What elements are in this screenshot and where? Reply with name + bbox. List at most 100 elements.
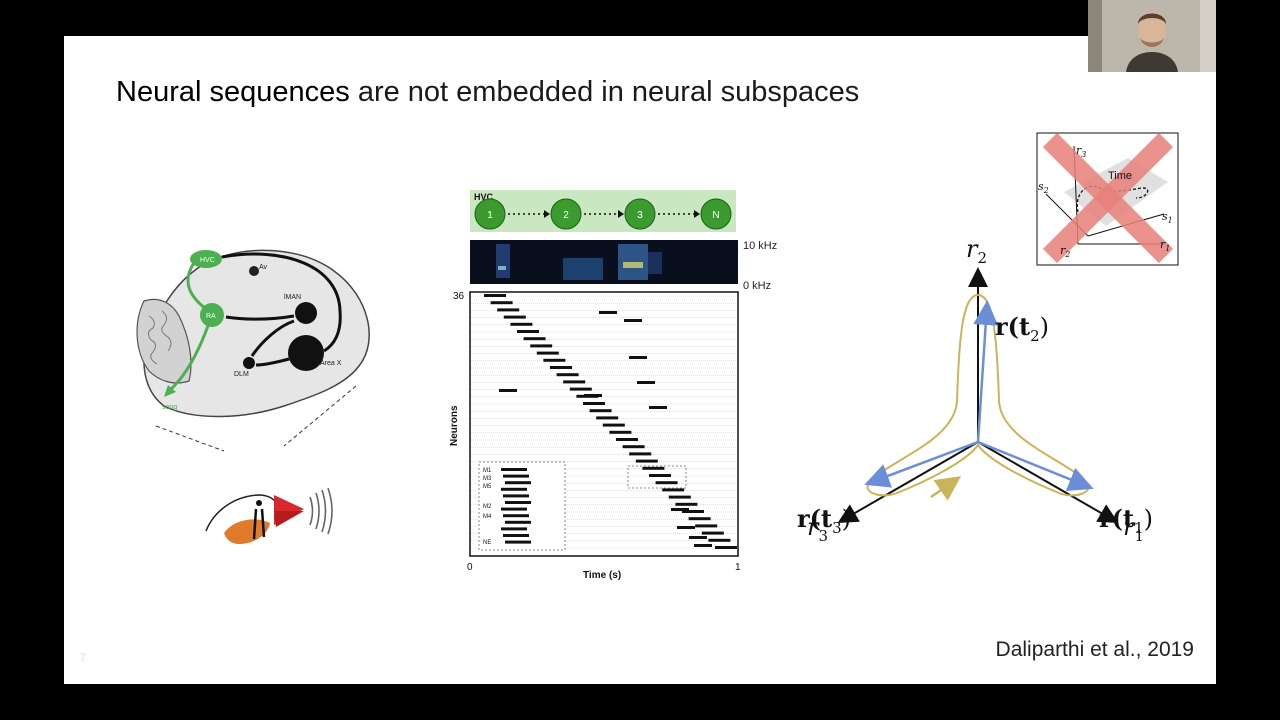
chain-node-4	[700, 198, 732, 230]
raster-spike	[671, 508, 689, 511]
cross-mark-icon	[1042, 132, 1174, 264]
raster-spike	[569, 387, 592, 391]
raster-spike	[523, 337, 546, 341]
hvc-to-ra-pathway	[186, 262, 207, 311]
cerebellum-folds	[147, 310, 172, 365]
trajectory-loop	[866, 293, 1090, 497]
raster-spike	[596, 416, 619, 420]
raster-spike	[629, 452, 652, 456]
raster-spike	[490, 301, 513, 305]
bird-eye-stripe	[252, 508, 266, 540]
crossed-subspace-inset: Time r3 s2 s1 r2 r1	[1036, 132, 1179, 266]
chain-band	[470, 190, 736, 232]
hvc-nucleus	[190, 250, 222, 268]
slide-title: Neural sequences are not embedded in neu…	[116, 76, 859, 109]
raster-spike	[616, 438, 638, 441]
chain-arrowhead	[544, 210, 550, 218]
raster-highlight-box	[627, 465, 687, 489]
inset-spike	[505, 501, 531, 504]
inset-spike	[501, 487, 527, 491]
raster-spike	[556, 373, 579, 377]
inset-spike	[505, 520, 531, 524]
chain-node-label: 1	[487, 210, 493, 221]
area-x-label: Area X	[320, 360, 342, 367]
spectrogram-energy	[496, 244, 662, 280]
raster-ylabel: Neurons	[449, 405, 460, 446]
raster-spike	[668, 495, 691, 499]
inset-spike	[503, 514, 529, 518]
raster-spike	[589, 409, 612, 413]
raster-spike	[694, 544, 712, 547]
inset-spike	[505, 540, 531, 544]
chain-node-1	[474, 198, 506, 230]
raster-spike	[543, 358, 566, 362]
vector-r-t2-label: r(t2)	[995, 312, 1049, 345]
dlm-to-lman-loop	[250, 319, 295, 357]
bird-beak-lower	[274, 511, 304, 527]
chain-arrowhead	[618, 210, 624, 218]
raster-spike	[563, 380, 586, 384]
raster-spike	[662, 488, 685, 492]
inset-label-m1: M1	[483, 468, 492, 474]
bird-cheek-patch	[224, 519, 270, 544]
inset-spike	[503, 534, 529, 537]
raster-spike	[689, 536, 707, 539]
raster-spike	[599, 311, 617, 314]
hvc-label: HVC	[200, 257, 215, 264]
raster-spike	[675, 502, 698, 506]
raster-xlabel: Time (s)	[583, 570, 621, 581]
chain-node-label: 2	[563, 210, 569, 221]
raster-spike	[497, 308, 520, 312]
bird-icon	[205, 487, 333, 544]
slide-canvas: Neural sequences are not embedded in neu…	[64, 36, 1216, 684]
spectrogram: 10 kHz 0 kHz	[470, 240, 777, 292]
raster-spike	[503, 315, 526, 319]
chain-node-2	[550, 198, 582, 230]
raster-spike	[622, 445, 645, 449]
brain-diagram: HVC Av RA lMAN Area X DLM song	[136, 249, 370, 452]
spectrogram-top-label: 10 kHz	[743, 240, 777, 252]
av-nucleus	[249, 266, 259, 276]
dlm-label: DLM	[234, 371, 249, 378]
vector-r-t1	[977, 440, 1094, 492]
vector-r-t3	[864, 440, 979, 488]
inset-time-label: Time	[1108, 170, 1132, 182]
state-space-diagram: r2 r1 r3 r(t2) r(t1) r(t3)	[797, 235, 1153, 545]
raster-spike	[677, 526, 695, 529]
inset-spike	[503, 494, 529, 498]
inset-r2-label: r2	[1060, 244, 1070, 259]
raster-spike	[629, 356, 647, 359]
raster-spike	[550, 366, 572, 369]
inset-label-m4: M4	[483, 514, 492, 520]
inset-label-m2: M2	[483, 504, 492, 510]
raster-spike	[715, 546, 737, 549]
axis-r3-label: r3	[807, 513, 828, 545]
ra-to-song-pathway	[168, 322, 211, 393]
chain-node-label: N	[712, 210, 719, 221]
lman-to-ra-loop	[225, 314, 295, 321]
inset-r3-label: r3	[1076, 144, 1086, 159]
raster-spike	[688, 517, 711, 521]
raster-spike	[624, 319, 642, 322]
webcam-video-tile[interactable]	[1088, 0, 1216, 72]
inset-spike	[501, 468, 527, 471]
hvc-to-area-x-loop	[221, 252, 342, 353]
inset-s1-label: s1	[1162, 210, 1173, 225]
chain-arrowhead	[694, 210, 700, 218]
axis-r1	[977, 441, 1119, 523]
song-label: song	[162, 404, 177, 411]
raster-spike	[609, 430, 632, 434]
raster-spike	[695, 524, 718, 528]
spectrogram-bottom-label: 0 kHz	[743, 280, 771, 292]
raster-spike	[510, 322, 533, 326]
sound-waves-icon	[309, 487, 333, 535]
raster-spike	[499, 389, 517, 392]
dlm-nucleus	[243, 357, 255, 369]
inset-r1-label: r1	[1160, 238, 1170, 253]
inset-label-m3: M3	[483, 476, 492, 482]
bird-eye	[256, 500, 262, 506]
av-label: Av	[259, 264, 268, 271]
raster-spike	[637, 381, 655, 384]
